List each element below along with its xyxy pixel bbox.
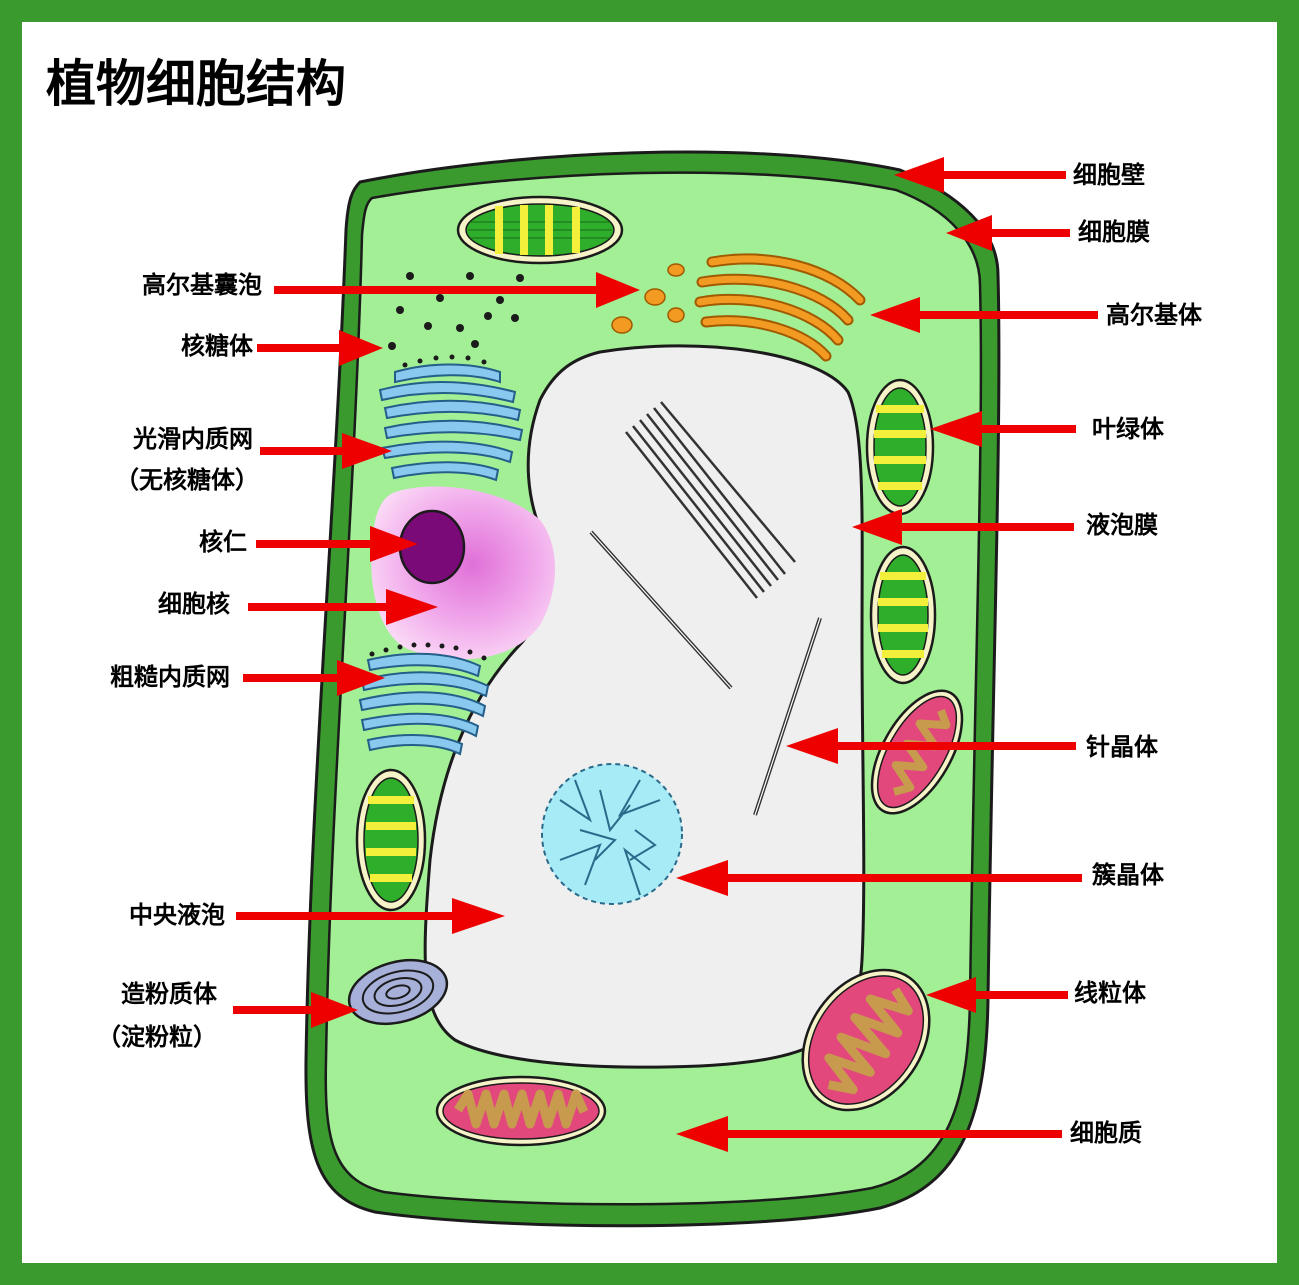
mitochondrion-right-lower bbox=[801, 968, 931, 1112]
arrow-cytoplasm bbox=[676, 1116, 1062, 1152]
golgi-vesicles bbox=[611, 263, 685, 334]
label-cytoplasm: 细胞质 bbox=[1070, 1119, 1142, 1147]
label-golgi-vesicle: 高尔基囊泡 bbox=[142, 271, 262, 299]
arrow-cell-wall bbox=[894, 157, 1066, 193]
arrow-golgi-vesicle bbox=[274, 272, 640, 308]
label-nucleolus: 核仁 bbox=[199, 528, 247, 556]
label-amyloplast: 造粉质体 bbox=[121, 980, 217, 1008]
arrow-chloroplast bbox=[930, 411, 1076, 447]
arrow-tonoplast bbox=[852, 509, 1074, 545]
label-cell-membrane: 细胞膜 bbox=[1078, 218, 1150, 246]
arrow-smooth-er bbox=[260, 433, 392, 469]
label-chloroplast: 叶绿体 bbox=[1092, 415, 1164, 443]
label-tonoplast: 液泡膜 bbox=[1086, 511, 1158, 539]
label-golgi-body: 高尔基体 bbox=[1106, 301, 1202, 329]
right-arrows bbox=[676, 157, 1098, 1152]
smooth-er-ribosome-dots bbox=[402, 354, 487, 368]
rough-endoplasmic-reticulum bbox=[358, 652, 490, 756]
golgi-body bbox=[694, 253, 866, 362]
arrow-amyloplast bbox=[233, 992, 358, 1028]
chloroplast-left bbox=[355, 768, 427, 912]
raphide-crystal-bundle bbox=[625, 401, 796, 599]
nucleus bbox=[371, 486, 555, 660]
arrow-golgi-body bbox=[870, 297, 1098, 333]
label-rough-er: 粗糙内质网 bbox=[110, 663, 230, 691]
label-central-vacuole: 中央液泡 bbox=[129, 901, 225, 929]
smooth-endoplasmic-reticulum bbox=[378, 363, 524, 482]
druse-crystal bbox=[541, 763, 683, 905]
label-smooth-er: 光滑内质网 bbox=[133, 425, 253, 453]
arrow-druse bbox=[676, 860, 1082, 896]
raphide-needle-2-inner bbox=[754, 617, 821, 816]
arrow-mitochondrion bbox=[926, 977, 1068, 1013]
raphide-needle-1-inner bbox=[590, 531, 732, 689]
arrow-cell-membrane bbox=[946, 215, 1070, 251]
arrow-ribosome bbox=[257, 330, 383, 366]
ribosome-dots bbox=[388, 272, 524, 350]
mitochondrion-bottom bbox=[435, 1075, 607, 1147]
arrow-nucleolus bbox=[256, 526, 418, 562]
arrow-central-vacuole bbox=[236, 898, 505, 934]
arrow-raphide bbox=[786, 728, 1076, 764]
left-arrows bbox=[233, 272, 640, 1028]
label-mitochondrion: 线粒体 bbox=[1074, 979, 1146, 1007]
label-smooth-er-note: （无核糖体） bbox=[115, 466, 259, 494]
label-amyloplast-note: （淀粉粒） bbox=[97, 1023, 217, 1051]
amyloplast bbox=[347, 959, 449, 1025]
label-raphide: 针晶体 bbox=[1086, 733, 1158, 761]
arrow-rough-er bbox=[243, 660, 385, 696]
chloroplast-right-upper bbox=[865, 378, 935, 516]
label-nucleus: 细胞核 bbox=[158, 590, 230, 618]
arrow-nucleus bbox=[248, 589, 438, 625]
chloroplast-right-lower bbox=[869, 545, 937, 685]
label-cell-wall: 细胞壁 bbox=[1073, 161, 1145, 189]
label-druse: 簇晶体 bbox=[1092, 861, 1164, 889]
rough-er-ribosome-dots bbox=[369, 642, 487, 661]
page-title: 植物细胞结构 bbox=[46, 55, 346, 113]
chloroplast-top bbox=[456, 195, 624, 265]
label-ribosome: 核糖体 bbox=[181, 332, 253, 360]
